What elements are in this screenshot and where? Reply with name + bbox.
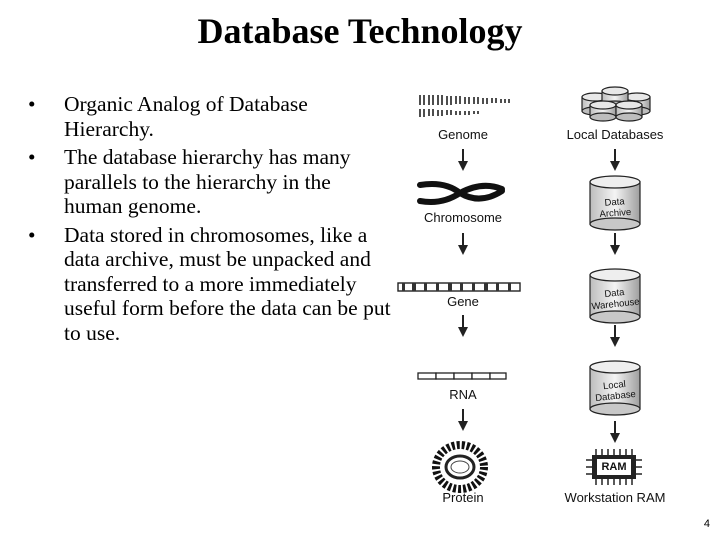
diagram-graphics xyxy=(397,86,651,493)
arrow-down-icon xyxy=(458,315,468,337)
rna-icon xyxy=(417,372,507,380)
data-archive-icon xyxy=(589,175,641,231)
bullet-item: • Data stored in chromosomes, like a data… xyxy=(28,223,393,346)
protein-icon xyxy=(432,441,488,493)
ram-chip-label: RAM xyxy=(601,461,627,473)
bullet-text: Data stored in chromosomes, like a data … xyxy=(64,222,391,345)
bullet-text: The database hierarchy has many parallel… xyxy=(64,145,351,218)
bullet-list: • Organic Analog of Database Hierarchy. •… xyxy=(28,92,393,349)
slide-title: Database Technology xyxy=(197,11,523,51)
arrow-down-icon xyxy=(458,149,468,171)
archive-label: Data Archive xyxy=(589,195,640,220)
hierarchy-diagram: Genome Chromosome Gene RNA Protein Local… xyxy=(390,85,715,510)
label-genome: Genome xyxy=(438,127,488,142)
bullet-item: • Organic Analog of Database Hierarchy. xyxy=(28,92,393,141)
arrow-down-icon xyxy=(610,421,620,443)
arrow-down-icon xyxy=(458,233,468,255)
label-workstation-ram: Workstation RAM xyxy=(564,490,666,505)
arrow-down-icon xyxy=(610,233,620,255)
bullet-symbol: • xyxy=(28,222,36,247)
arrow-down-icon xyxy=(610,325,620,347)
bullet-symbol: • xyxy=(28,145,36,169)
bullet-symbol: • xyxy=(28,92,36,116)
chromosome-icon xyxy=(417,181,505,205)
label-rna: RNA xyxy=(449,387,477,402)
data-warehouse-icon xyxy=(589,268,641,324)
page-number: 4 xyxy=(703,518,710,530)
local-database-icon xyxy=(589,360,641,416)
local-databases-icon xyxy=(581,86,651,122)
label-protein: Protein xyxy=(442,490,484,505)
arrow-down-icon xyxy=(610,149,620,171)
label-chromosome: Chromosome xyxy=(423,210,503,225)
ram-chip-icon xyxy=(586,449,642,485)
bullet-item: • The database hierarchy has many paralle… xyxy=(28,145,393,219)
arrow-down-icon xyxy=(458,409,468,431)
label-local-databases: Local Databases xyxy=(566,127,664,142)
gene-icon xyxy=(397,282,521,292)
bullet-text: Organic Analog of Database Hierarchy. xyxy=(64,92,308,141)
genome-icon xyxy=(419,95,510,117)
label-gene: Gene xyxy=(447,294,479,309)
